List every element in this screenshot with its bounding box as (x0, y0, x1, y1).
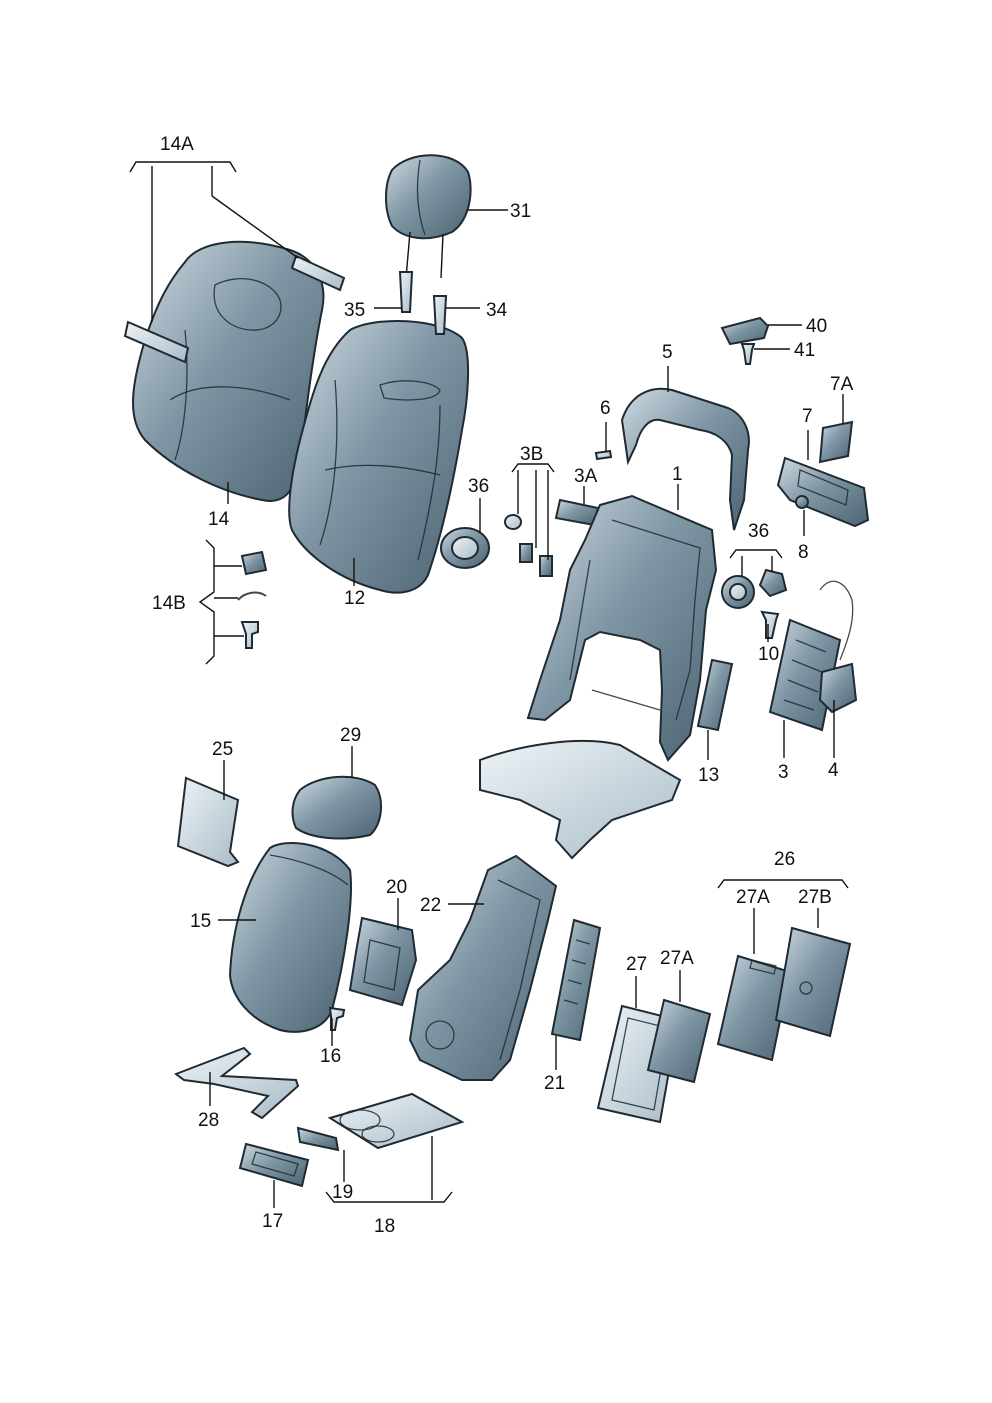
part-clip-3B-c[interactable] (539, 555, 553, 577)
part-tray-18[interactable] (327, 1092, 465, 1150)
label-35: 35 (344, 300, 365, 321)
label-28: 28 (198, 1110, 219, 1131)
label-6: 6 (600, 398, 611, 419)
label-5: 5 (662, 342, 673, 363)
part-armrest-15[interactable] (228, 842, 352, 1033)
part-lumbar-pump-4[interactable] (818, 580, 858, 714)
part-screw-6[interactable] (594, 449, 613, 461)
label-19: 19 (332, 1182, 353, 1203)
part-screw-10[interactable] (760, 610, 780, 639)
label-14: 14 (208, 509, 230, 530)
leader-lines (129, 161, 849, 1208)
part-clip-3B-b[interactable] (519, 543, 533, 563)
label-27B: 27B (798, 887, 832, 908)
label-3A: 3A (574, 466, 598, 487)
part-headrest[interactable] (385, 154, 472, 279)
label-4: 4 (828, 760, 839, 781)
label-25: 25 (212, 739, 233, 760)
label-14A: 14A (160, 134, 194, 155)
label-36-right: 36 (748, 521, 769, 542)
label-10: 10 (758, 644, 779, 665)
label-41: 41 (794, 340, 815, 361)
label-17: 17 (262, 1211, 283, 1232)
part-backrest-frame[interactable] (526, 494, 718, 762)
label-36-left: 36 (468, 476, 489, 497)
part-clip-3B-a[interactable] (504, 514, 522, 530)
label-15: 15 (190, 911, 211, 932)
part-panel-7A[interactable] (818, 420, 854, 464)
label-31: 31 (510, 201, 531, 222)
part-liner-17[interactable] (238, 1142, 310, 1188)
part-bracket-7[interactable] (776, 456, 870, 528)
part-ring-36-right-a[interactable] (721, 575, 755, 609)
part-panel-25[interactable] (176, 776, 240, 868)
label-7: 7 (802, 406, 813, 427)
label-27A-middle: 27A (660, 948, 694, 969)
label-14B: 14B (152, 593, 186, 614)
part-14B-clip[interactable] (240, 550, 268, 576)
label-20: 20 (386, 877, 407, 898)
part-frame-bracket-5[interactable] (620, 387, 750, 531)
label-21: 21 (544, 1073, 565, 1094)
label-16: 16 (320, 1046, 341, 1067)
label-12: 12 (344, 588, 365, 609)
label-3B: 3B (520, 444, 543, 465)
part-panel-27A-right[interactable] (716, 954, 792, 1062)
label-27A-right: 27A (736, 887, 770, 908)
label-22: 22 (420, 895, 441, 916)
label-13: 13 (698, 765, 719, 786)
label-27: 27 (626, 954, 647, 975)
label-8: 8 (798, 542, 809, 563)
label-34: 34 (486, 300, 508, 321)
part-bracket-20[interactable] (348, 916, 418, 1007)
callout-labels: 14A 31 35 34 40 41 5 7A 6 7 3B 3A 36 1 1… (152, 134, 854, 1237)
part-headrest-guide-35[interactable] (398, 271, 414, 313)
part-screw-16[interactable] (328, 1006, 346, 1031)
label-7A: 7A (830, 374, 854, 395)
label-40: 40 (806, 316, 827, 337)
part-bracket-28[interactable] (173, 1046, 300, 1120)
part-headrest-guide-34[interactable] (432, 295, 448, 335)
part-trim-strip-top[interactable] (290, 254, 346, 292)
part-seat-rail (479, 740, 682, 860)
part-14B-ring[interactable] (237, 591, 267, 601)
label-3: 3 (778, 762, 789, 783)
label-1: 1 (672, 464, 683, 485)
part-trim-strip-left[interactable] (123, 320, 190, 364)
label-26: 26 (774, 849, 795, 870)
label-29: 29 (340, 725, 361, 746)
part-trim-13[interactable] (696, 658, 734, 732)
part-14B-screw[interactable] (240, 621, 259, 649)
part-clip-8[interactable] (795, 495, 809, 509)
part-panel-27B[interactable] (774, 926, 852, 1038)
part-clip-19[interactable] (296, 1126, 340, 1152)
part-armrest-frame-22[interactable] (408, 854, 558, 1081)
part-ring-36-right-b[interactable] (758, 568, 788, 598)
label-18: 18 (374, 1216, 395, 1237)
part-ring-36-left[interactable] (440, 527, 490, 569)
part-cushion-29[interactable] (291, 775, 382, 840)
part-clip-3A[interactable] (554, 498, 600, 527)
part-panel-27A-middle[interactable] (646, 998, 712, 1084)
part-backrest-cover-front[interactable] (288, 319, 470, 594)
part-cap-40[interactable] (720, 316, 770, 346)
part-screw-41[interactable] (740, 343, 756, 365)
part-trim-21[interactable] (550, 918, 602, 1042)
